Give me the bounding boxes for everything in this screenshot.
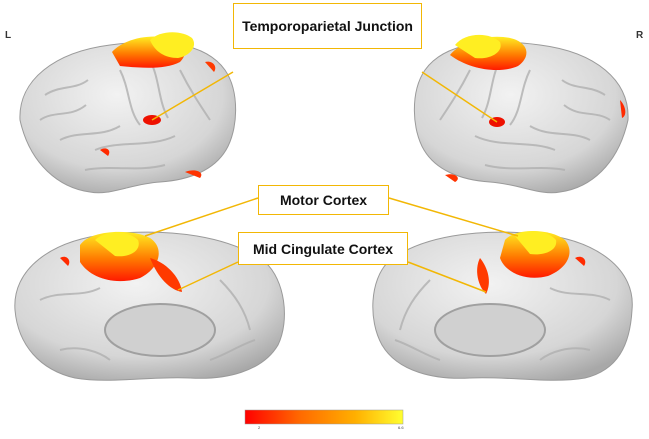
left-hemisphere-letter: L (5, 30, 12, 41)
motor-line-left (144, 197, 259, 237)
mid-cingulate-label: Mid Cingulate Cortex (238, 232, 408, 265)
connector-lines (144, 71, 519, 293)
colorbar-min-label: 2 (258, 425, 261, 430)
motor-cortex-label: Motor Cortex (258, 185, 389, 215)
left-lateral-hemisphere (19, 32, 237, 194)
right-lateral-hemisphere (413, 34, 629, 194)
colorbar (244, 409, 404, 425)
tpj-line-right (421, 71, 498, 123)
tpj-line-left (151, 71, 234, 121)
mcc-line-right (407, 261, 487, 293)
colorbar-max-label: 6.6 (398, 425, 404, 430)
mcc-line-left (177, 261, 239, 291)
left-medial-hemisphere (14, 231, 285, 381)
motor-line-right (388, 197, 519, 237)
right-medial-hemisphere (372, 231, 633, 381)
tpj-label: Temporoparietal Junction (233, 3, 422, 49)
right-hemisphere-letter: R (636, 30, 644, 41)
